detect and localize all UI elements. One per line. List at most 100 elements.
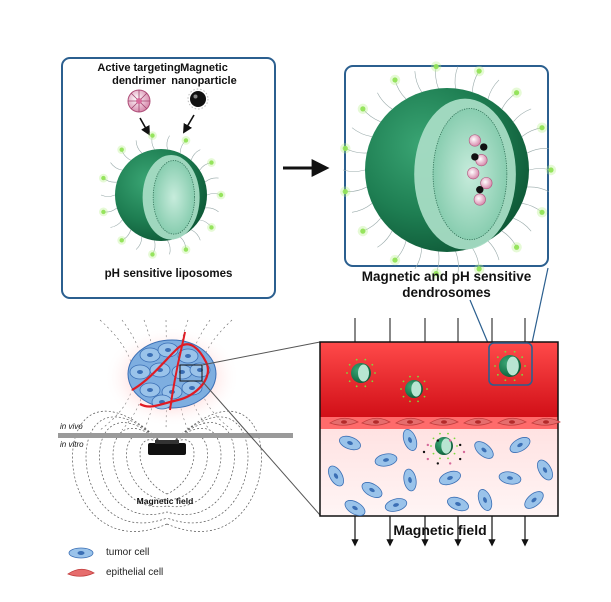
field-arrows <box>351 318 529 547</box>
field-line-left <box>112 428 168 508</box>
tumor-nucleus <box>165 348 171 352</box>
lipid-tail <box>527 148 549 154</box>
encapsulated-dendrimer <box>473 193 486 206</box>
lipid-tail <box>513 217 532 232</box>
tissue-tumor-nucleus <box>383 458 389 462</box>
mini-ligand <box>371 363 374 366</box>
ligand-glow <box>511 87 522 98</box>
lipid-tail <box>204 177 219 183</box>
tissue-tumor-nucleus <box>455 502 461 506</box>
targeting-ligand <box>433 270 439 277</box>
label-ph-liposomes: pH sensitive liposomes <box>104 268 233 280</box>
legend <box>67 547 95 577</box>
mini-ligand <box>513 379 516 382</box>
encapsulated-dendrimer <box>468 134 481 147</box>
lipid-tail <box>110 219 123 228</box>
targeting-ligand <box>119 238 124 243</box>
mini-ligand <box>524 365 526 367</box>
ligand-glow <box>181 136 191 145</box>
tumor-nucleus <box>185 354 191 358</box>
ligand-glow <box>117 235 127 245</box>
targeting-ligand <box>183 247 189 252</box>
ligand-glow <box>389 74 401 86</box>
zoom-line-top <box>201 341 321 366</box>
targeting-ligand <box>209 160 214 165</box>
mini-ligand <box>348 363 351 366</box>
ligand-glow <box>216 190 226 200</box>
ligand-glow <box>430 61 442 72</box>
released-cargo <box>422 450 426 454</box>
released-cargo <box>462 450 466 454</box>
lipid-tail <box>455 251 459 274</box>
field-line-left <box>85 416 168 524</box>
targeting-ligand <box>476 266 482 272</box>
lipid-tail <box>377 92 393 110</box>
mini-ligand <box>447 457 449 460</box>
targeting-ligand <box>150 133 155 138</box>
tumor-nucleus <box>147 388 153 392</box>
label-magnetic-field-large: Magnetic field <box>393 522 487 538</box>
tissue-tumor-nucleus <box>542 467 548 473</box>
dendrimer-icon <box>127 89 151 113</box>
field-line-upper <box>121 319 145 431</box>
lipid-tail <box>110 162 123 171</box>
ligand-glow <box>99 207 108 217</box>
targeting-ligand <box>101 175 106 181</box>
ligand-glow <box>207 223 216 232</box>
lipid-tail <box>190 149 201 161</box>
ph-liposome-illustration <box>99 131 226 259</box>
zoom-line-bottom <box>201 380 321 516</box>
targeting-ligand <box>392 257 398 263</box>
lipid-tail <box>100 194 116 197</box>
mini-ligand <box>402 380 405 383</box>
magnet-icon <box>148 440 186 455</box>
epithelial-nucleus <box>441 420 447 424</box>
tissue-tumor-nucleus <box>369 487 375 493</box>
targeting-ligand <box>513 244 520 250</box>
lipid-tail <box>135 236 143 250</box>
mini-dendrosome-cut <box>441 438 452 454</box>
mini-dendrosome-cut <box>506 356 519 376</box>
released-cargo <box>448 439 452 442</box>
ligand-glow <box>536 122 548 133</box>
encapsulated-dendrimer <box>467 167 480 180</box>
ligand-glow <box>536 207 548 218</box>
lipid-tail <box>342 169 366 172</box>
ligand-glow <box>357 225 369 237</box>
targeting-ligand <box>342 189 348 195</box>
arrow-np-to-liposome <box>183 114 195 134</box>
mini-ligand <box>402 395 405 398</box>
lipid-tail <box>513 108 532 122</box>
epithelial-nucleus <box>373 420 379 424</box>
lipid-tail <box>166 135 170 150</box>
label-active-targeting: Active targeting dendrimer <box>97 62 181 87</box>
mini-ligand <box>355 385 358 388</box>
ligand-glow <box>389 254 401 266</box>
targeting-ligand <box>209 225 214 230</box>
targeting-ligand <box>539 125 545 131</box>
released-cargo <box>436 439 440 442</box>
released-cargo <box>426 457 430 461</box>
tumor-nucleus <box>147 353 153 357</box>
tumor-nucleus <box>137 370 143 374</box>
epithelial-nucleus <box>407 420 413 424</box>
epithelial-nucleus <box>543 420 549 424</box>
targeting-ligand <box>183 138 189 143</box>
magnetic-nanoparticle-icon <box>187 88 209 110</box>
targeting-ligand <box>150 252 155 257</box>
mini-ligand <box>521 373 524 376</box>
ligand-glow <box>511 242 522 253</box>
lipid-tail <box>135 140 143 154</box>
tissue-tumor-nucleus <box>408 477 412 483</box>
mini-ligand <box>374 372 376 374</box>
epithelial-nucleus <box>341 420 347 424</box>
tissue-tumor-nucleus <box>347 441 353 445</box>
mini-ligand <box>346 372 348 374</box>
epithelial-nucleus <box>509 420 515 424</box>
targeting-ligand <box>360 106 366 112</box>
lipid-tail <box>414 247 422 270</box>
ligand-glow <box>545 164 557 176</box>
mini-ligand <box>426 388 428 390</box>
targeting-ligand <box>513 90 520 96</box>
ligand-glow <box>430 268 442 279</box>
